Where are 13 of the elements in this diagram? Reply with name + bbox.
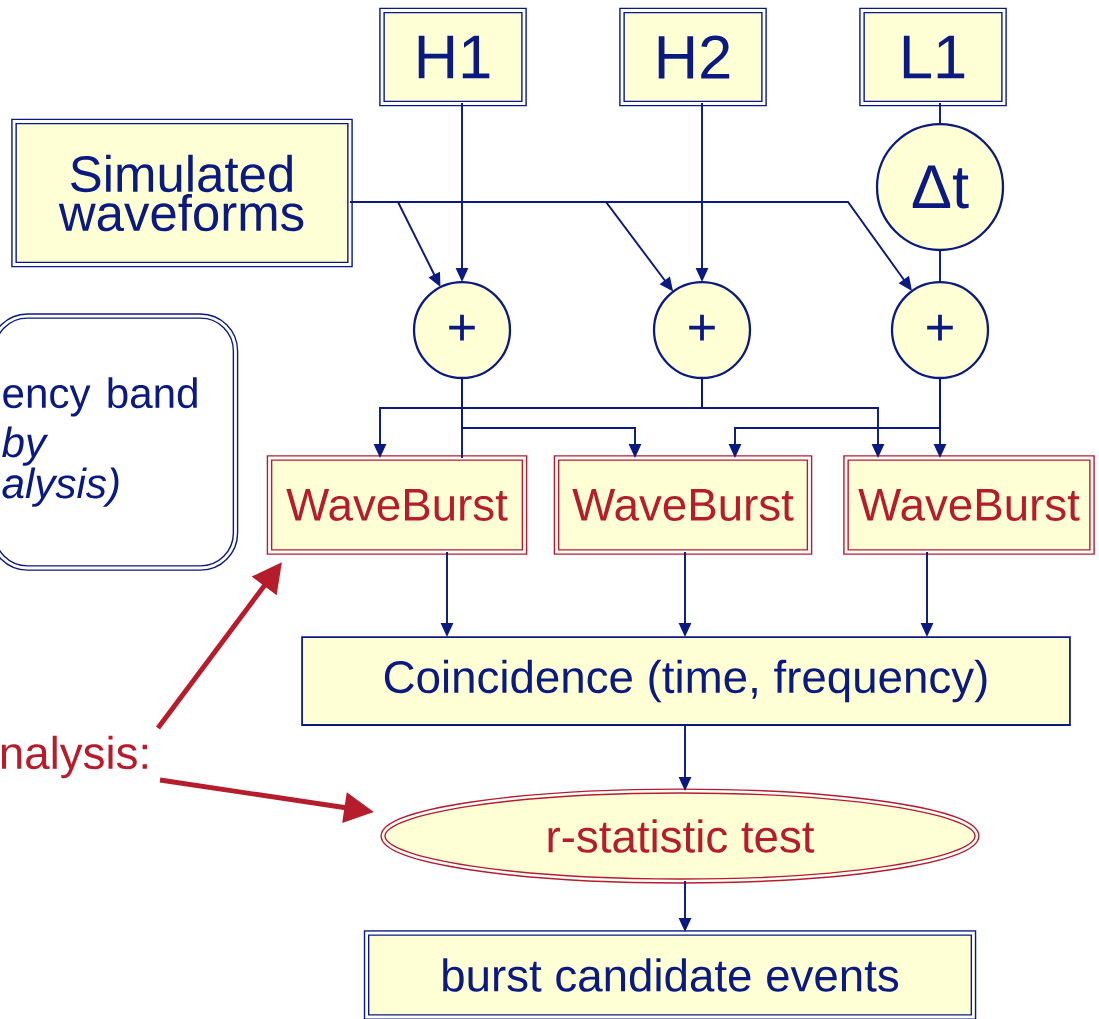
connector-line <box>939 102 941 125</box>
input-box: Simulated waveforms <box>11 118 353 268</box>
pipeline-box: WaveBurst <box>553 455 813 555</box>
detector-box: H1 <box>379 7 527 107</box>
callout-text: nalysis: <box>1 735 147 779</box>
pipeline-box: WaveBurst <box>843 455 1095 555</box>
pipeline-box: WaveBurst <box>266 455 528 555</box>
detector-box: L1 <box>859 7 1007 107</box>
connector-line <box>939 249 941 283</box>
result-box: burst candidate events <box>363 930 977 1019</box>
note-box: ency band by alysis) <box>0 313 239 571</box>
detector-box: H2 <box>619 7 767 107</box>
process-box: Coincidence (time, frequency) <box>301 636 1071 726</box>
